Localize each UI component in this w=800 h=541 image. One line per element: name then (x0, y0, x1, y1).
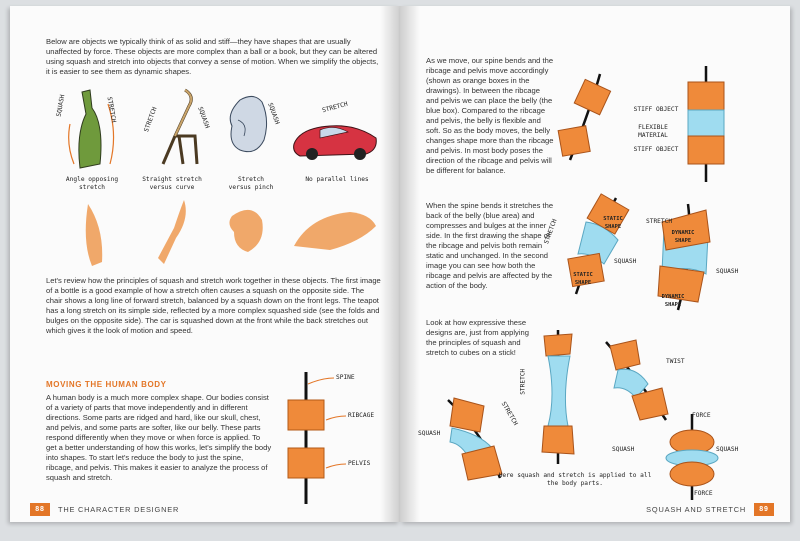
right-paragraph-2: When the spine bends it stretches the ba… (426, 201, 554, 290)
flexible-label: FLEXIBLE MATERIAL (638, 124, 668, 139)
chair-shape (158, 200, 186, 264)
twist-label: TWIST (666, 358, 685, 365)
bottle-shape (85, 204, 103, 266)
stiff-top-label: STIFF OBJECT (633, 106, 679, 113)
spine-pointers (307, 377, 347, 469)
dynamic-bend-illustration (657, 203, 711, 311)
caption-car: No parallel lines (305, 176, 369, 183)
stiff-flexible-diagram (687, 66, 725, 182)
bend-figure (447, 397, 503, 481)
section-heading: MOVING THE HUMAN BODY (46, 380, 167, 389)
force-figure (665, 414, 719, 500)
intro-paragraph: Below are objects we typically think of … (46, 37, 379, 76)
bend-squash-left-label: SQUASH (614, 258, 637, 265)
chair-illustration (161, 88, 199, 165)
right-footer-title: SQUASH AND STRETCH (646, 504, 746, 514)
teapot-illustration (229, 96, 268, 153)
pelvis-label: PELVIS (348, 460, 371, 467)
body-paragraph: A human body is a much more complex shap… (46, 393, 272, 482)
stretch-figure (541, 330, 575, 464)
spine-label: SPINE (336, 374, 355, 381)
bottom-caption: Here squash and stretch is applied to al… (498, 472, 652, 487)
right-page-number: 89 (754, 502, 774, 516)
static-bend-illustration (567, 193, 630, 295)
car-illustration (293, 125, 377, 160)
left-footer-title: THE CHARACTER DESIGNER (58, 504, 180, 514)
bending-cubes-illustration (557, 73, 612, 161)
force-bottom-label: FORCE (694, 490, 713, 497)
dynamic-top-label: DYNAMIC SHAPE (671, 230, 695, 244)
stiff-bottom-label: STIFF OBJECT (633, 146, 679, 153)
review-paragraph: Let's review how the principles of squas… (46, 276, 381, 335)
bottle-illustration (68, 89, 115, 169)
bottom-squash-a-label: SQUASH (418, 430, 441, 437)
caption-teapot: Stretch versus pinch (228, 176, 274, 191)
twist-figure (605, 339, 669, 421)
book-spread: Below are objects we typically think of … (10, 6, 790, 528)
static-top-label: STATIC SHAPE (603, 216, 623, 230)
right-page: As we move, our spine bends and the ribc… (400, 6, 790, 522)
left-page: Below are objects we typically think of … (10, 6, 400, 522)
left-page-number: 88 (30, 502, 50, 516)
bend-squash-right-label: SQUASH (716, 268, 739, 275)
ribcage-label: RIBCAGE (348, 412, 375, 419)
teapot-shape (229, 209, 263, 252)
caption-chair: Straight stretch versus curve (142, 176, 202, 191)
bottom-squash-c-label: SQUASH (716, 446, 739, 453)
caption-bottle: Angle opposing stretch (65, 176, 119, 191)
right-paragraph-3: Look at how expressive these designs are… (426, 318, 529, 357)
bottom-stretch-a-label: STRETCH (519, 368, 527, 395)
right-footer: SQUASH AND STRETCH 89 (646, 502, 774, 516)
spine-diagram (287, 372, 325, 504)
static-bottom-label: STATIC SHAPE (573, 272, 593, 286)
dynamic-bottom-label: DYNAMIC SHAPE (661, 294, 685, 308)
force-top-label: FORCE (692, 412, 711, 419)
right-paragraph-1: As we move, our spine bends and the ribc… (426, 56, 554, 175)
bottom-squash-b-label: SQUASH (612, 446, 635, 453)
left-footer: 88 THE CHARACTER DESIGNER (30, 502, 179, 516)
car-stretch-label: STRETCH (321, 100, 349, 115)
bend-stretch-right-label: STRETCH (646, 218, 673, 225)
car-shape (294, 212, 376, 250)
